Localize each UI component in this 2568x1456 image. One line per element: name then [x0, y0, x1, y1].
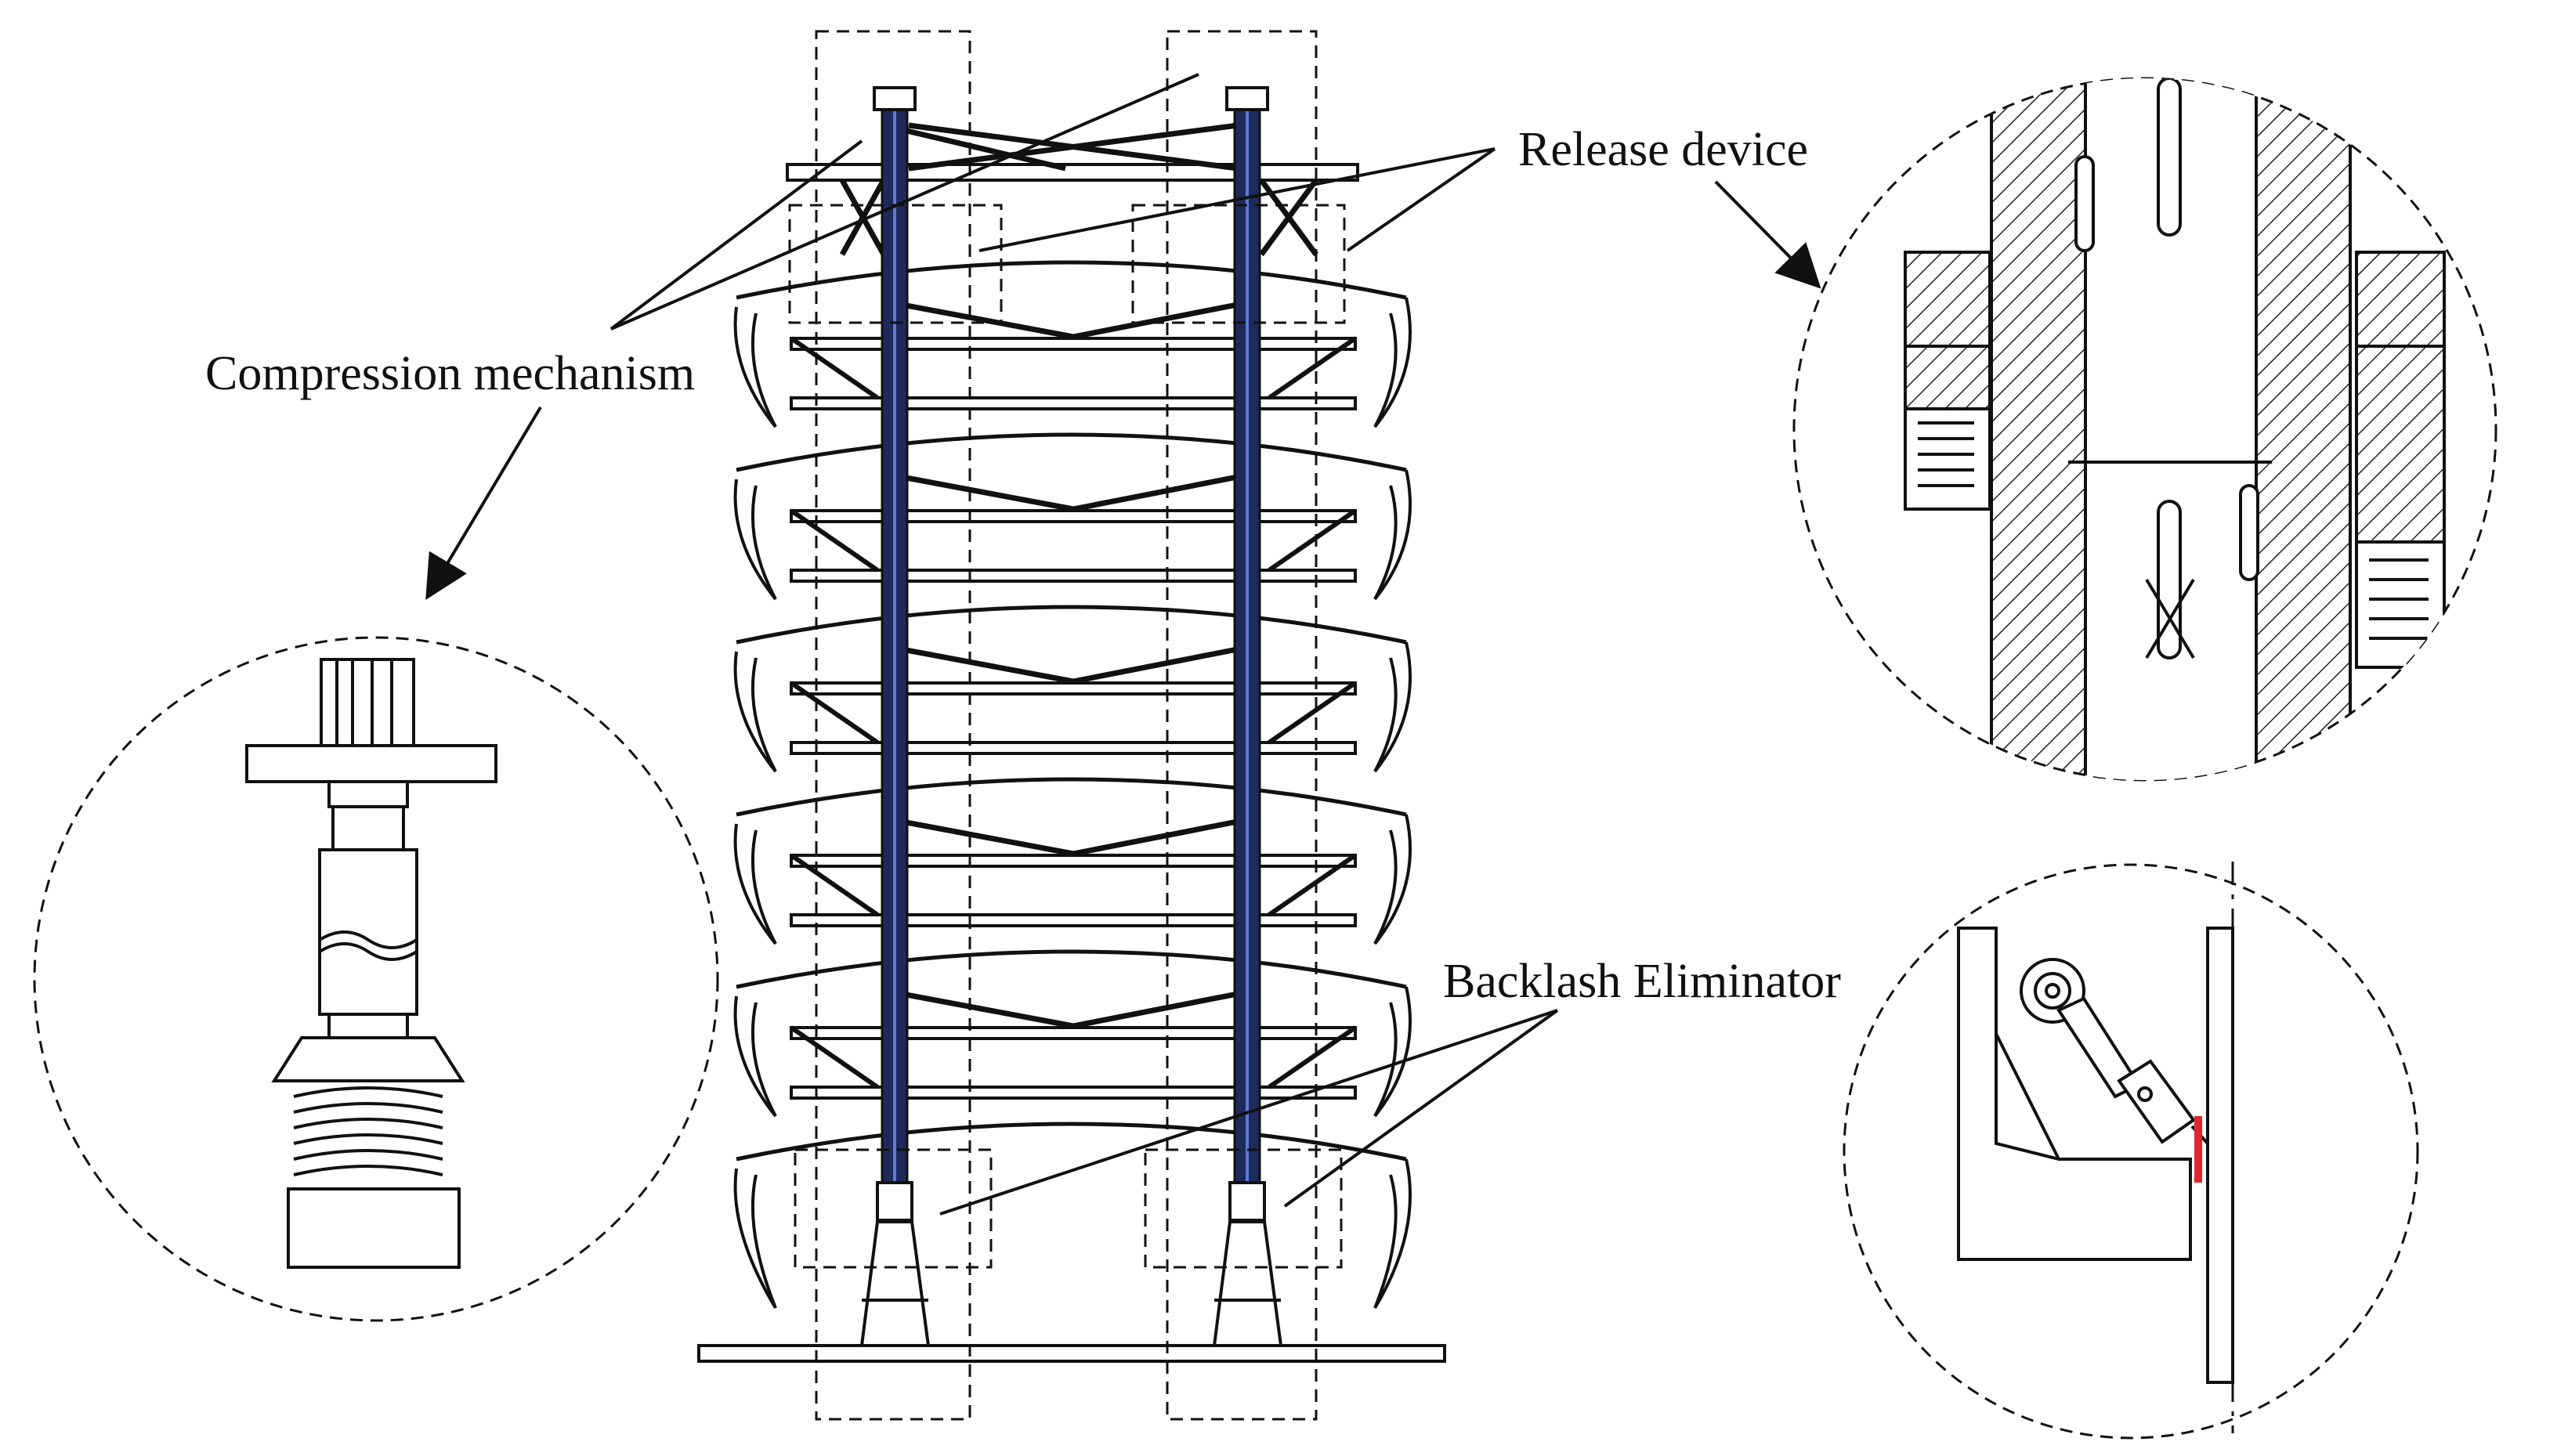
rib-layer-4 [733, 777, 1412, 945]
rib-layer-1 [733, 260, 1412, 428]
right-rod [1225, 86, 1269, 1192]
base-plate [697, 1344, 1446, 1363]
label-backlash-eliminator: Backlash Eliminator [1443, 955, 1841, 1008]
release-device-detail [1792, 77, 2497, 782]
rib-layer-5 [733, 949, 1412, 1118]
top-plate [786, 163, 1359, 182]
label-release-device: Release device [1518, 123, 1809, 176]
arrow-icon [1714, 180, 1821, 289]
left-rod [873, 86, 917, 1192]
rib-layers [733, 260, 1412, 1310]
dashed-circle-callout [1843, 863, 2419, 1440]
compression-detail [33, 636, 719, 1322]
dashed-box-right-column [1166, 30, 1318, 1421]
dashed-box-callouts [788, 30, 1346, 1421]
dashed-circle-callout [33, 636, 719, 1322]
main-assembly [697, 86, 1446, 1363]
rib-layer-3 [733, 605, 1412, 773]
left-support [859, 1181, 931, 1347]
dashed-box-release-right [1131, 204, 1346, 324]
dashed-box-backlash-left [794, 1148, 993, 1269]
rib-layer-2 [733, 432, 1412, 601]
label-compression-mechanism: Compression mechanism [205, 347, 696, 400]
backlash-eliminator-detail [1843, 862, 2419, 1440]
rib-layer-6 [733, 1122, 1412, 1310]
dashed-box-backlash-right [1144, 1148, 1343, 1269]
leader-lines [609, 73, 1559, 1216]
arrow-icon [425, 406, 542, 601]
dashed-box-left-column [815, 30, 971, 1421]
right-support [1212, 1181, 1283, 1347]
